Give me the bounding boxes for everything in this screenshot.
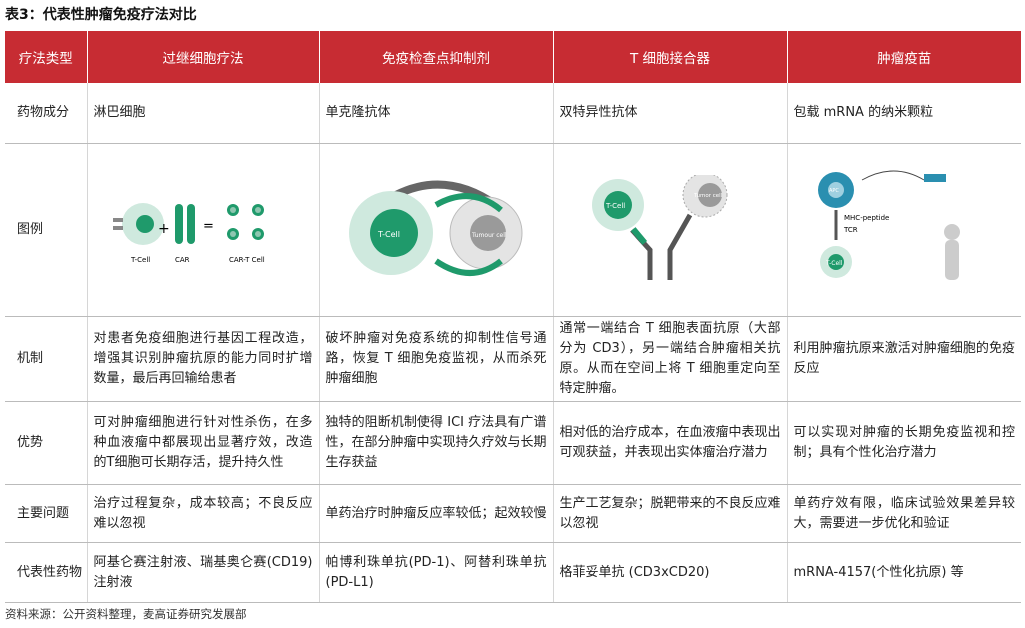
table-cell: 对患者免疫细胞进行基因工程改造，增强其识别肿瘤抗原的能力同时扩增数量，最后再回输… (87, 316, 320, 402)
svg-text:T-Cell: T-Cell (605, 202, 625, 210)
header-tce: T 细胞接合器 (553, 31, 788, 83)
svg-text:Tumor cell: Tumor cell (693, 193, 723, 199)
svg-text:CAR-T Cell: CAR-T Cell (229, 256, 265, 264)
svg-text:T-Cell: T-Cell (377, 230, 400, 239)
row-label: 主要问题 (5, 484, 88, 543)
table-cell: 通常一端结合 T 细胞表面抗原（大部分为 CD3），另一端结合肿瘤相关抗原。从而… (553, 316, 788, 402)
table-cell: 单克隆抗体 (319, 83, 554, 144)
table-title: 表3：代表性肿瘤免疫疗法对比 (5, 7, 197, 23)
table-row: 机制 对患者免疫细胞进行基因工程改造，增强其识别肿瘤抗原的能力同时扩增数量，最后… (5, 316, 1021, 402)
table-row: 优势 可对肿瘤细胞进行针对性杀伤，在多种血液瘤中都展现出显著疗效，改造的T细胞可… (5, 401, 1021, 485)
comparison-table: 疗法类型 过继细胞疗法 免疫检查点抑制剂 T 细胞接合器 肿瘤疫苗 药物成分 淋… (5, 31, 1021, 603)
car-t-illustration: + = T-Cell CAR CAR-T Cell (113, 203, 265, 264)
table-cell: mRNA-4157(个性化抗原) 等 (787, 542, 1021, 603)
table-row: 药物成分 淋巴细胞 单克隆抗体 双特异性抗体 包载 mRNA 的纳米颗粒 (5, 83, 1021, 144)
table-cell: 利用肿瘤抗原来激活对肿瘤细胞的免疫反应 (787, 316, 1021, 402)
checkpoint-illustration: T-Cell Tumour cell (349, 180, 523, 276)
header-adoptive: 过继细胞疗法 (87, 31, 320, 83)
t-cell-engager-illustration: T-Cell Tumor cell (592, 175, 728, 280)
source-note: 资料来源：公开资料整理，麦高证券研究发展部 (5, 607, 247, 621)
svg-text:MHC-peptide: MHC-peptide (844, 214, 889, 222)
table-cell: T-Cell Tumour cell (319, 143, 554, 317)
table-cell: 破坏肿瘤对免疫系统的抑制性信号通路，恢复 T 细胞免疫监视，从而杀死肿瘤细胞 (319, 316, 554, 402)
svg-text:TCR: TCR (843, 226, 858, 234)
syringe-icon (924, 174, 947, 182)
row-label: 机制 (5, 316, 88, 402)
table-cell: 包载 mRNA 的纳米颗粒 (787, 83, 1021, 144)
row-label: 图例 (5, 143, 88, 317)
header-row: 疗法类型 过继细胞疗法 免疫检查点抑制剂 T 细胞接合器 肿瘤疫苗 (5, 31, 1021, 83)
table-row: 图例 + = T-Cell CAR CA (5, 143, 1021, 317)
svg-text:CAR: CAR (175, 256, 190, 264)
table-cell: 治疗过程复杂，成本较高；不良反应难以忽视 (87, 484, 320, 543)
svg-text:+: + (158, 221, 170, 237)
row-label: 药物成分 (5, 83, 88, 144)
svg-text:T-Cell: T-Cell (130, 256, 150, 264)
table-cell: 单药治疗时肿瘤反应率较低；起效较慢 (319, 484, 554, 543)
table-cell: 生产工艺复杂；脱靶带来的不良反应难以忽视 (553, 484, 788, 543)
table-cell: 帕博利珠单抗(PD-1)、阿替利珠单抗(PD-L1) (319, 542, 554, 603)
table-row: 主要问题 治疗过程复杂，成本较高；不良反应难以忽视 单药治疗时肿瘤反应率较低；起… (5, 484, 1021, 543)
row-label: 优势 (5, 401, 88, 485)
header-type: 疗法类型 (5, 31, 88, 83)
header-checkpoint: 免疫检查点抑制剂 (319, 31, 554, 83)
table-cell: 格菲妥单抗 (CD3xCD20) (553, 542, 788, 603)
table-cell: 可对肿瘤细胞进行针对性杀伤，在多种血液瘤中都展现出显著疗效，改造的T细胞可长期存… (87, 401, 320, 485)
svg-text:T-Cell: T-Cell (825, 260, 843, 267)
svg-text:Tumour cell: Tumour cell (471, 232, 507, 239)
table-cell: APC MHC-peptide TCR T-Cell (787, 143, 1021, 317)
table-cell: T-Cell Tumor cell (553, 143, 788, 317)
row-label: 代表性药物 (5, 542, 88, 603)
table-cell: 独特的阻断机制使得 ICI 疗法具有广谱性，在部分肿瘤中实现持久疗效与长期生存获… (319, 401, 554, 485)
table-cell: 双特异性抗体 (553, 83, 788, 144)
table-cell: + = T-Cell CAR CAR-T Cell (87, 143, 320, 317)
table-cell: 单药疗效有限，临床试验效果差异较大，需要进一步优化和验证 (787, 484, 1021, 543)
table-cell: 可以实现对肿瘤的长期免疫监视和控制；具有个性化治疗潜力 (787, 401, 1021, 485)
table-row: 代表性药物 阿基仑赛注射液、瑞基奥仑赛(CD19)注射液 帕博利珠单抗(PD-1… (5, 542, 1021, 603)
vaccine-illustration: APC MHC-peptide TCR T-Cell (818, 170, 961, 280)
table-cell: 淋巴细胞 (87, 83, 320, 144)
header-vaccine: 肿瘤疫苗 (787, 31, 1021, 83)
svg-text:APC: APC (829, 188, 839, 194)
table-cell: 阿基仑赛注射液、瑞基奥仑赛(CD19)注射液 (87, 542, 320, 603)
table-cell: 相对低的治疗成本，在血液瘤中表现出可观获益，并表现出实体瘤治疗潜力 (553, 401, 788, 485)
person-icon (944, 224, 961, 240)
svg-text:=: = (203, 219, 214, 234)
